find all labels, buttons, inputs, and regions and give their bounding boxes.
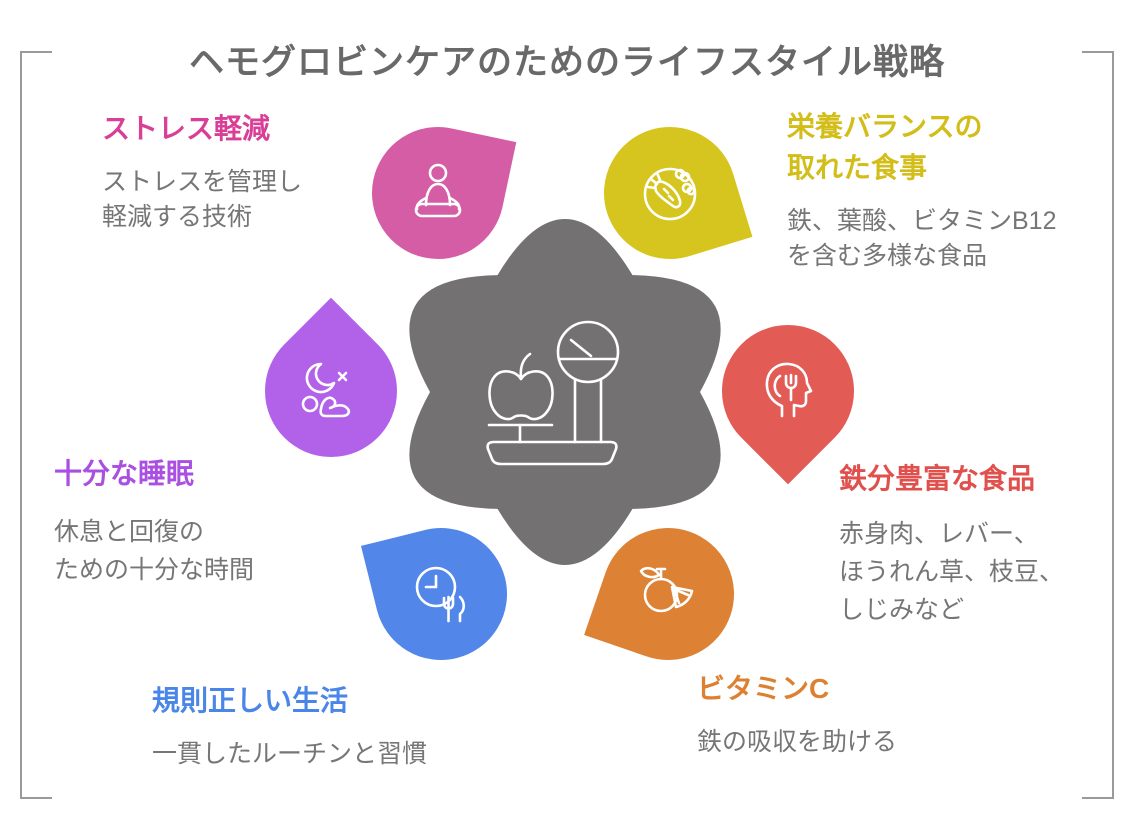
petal-desc-line: しじみなど (839, 596, 965, 624)
petal-desc-line: ストレスを管理し (102, 168, 303, 196)
petal-label: 十分な睡眠 (54, 458, 195, 489)
text-block-balanced-diet: 栄養バランスの 取れた食事 鉄、葉酸、ビタミンB12 を含む多様な食品 (787, 106, 1056, 274)
text-block-stress-reduction: ストレス軽減 ストレスを管理し 軽減する技術 (102, 110, 302, 235)
text-block-iron-rich-foods: 鉄分豊富な食品 赤身肉、レバー、 ほうれん草、枝豆、 しじみなど (839, 460, 1064, 629)
petal-desc-line: 鉄の吸収を助ける (697, 728, 898, 756)
petal-vitamin-c (580, 506, 756, 682)
head-with-fork-icon (719, 322, 857, 460)
text-block-regular-routine: 規則正しい生活 一貫したルーチンと習慣 (152, 682, 427, 772)
petal-iron-rich-foods (690, 293, 886, 489)
meditation-icon (369, 124, 507, 262)
petal-desc-line: 一貫したルーチンと習慣 (152, 740, 428, 768)
petal-desc-line: 鉄、葉酸、ビタミンB12 (787, 207, 1057, 235)
text-block-sufficient-sleep: 十分な睡眠 休息と回復の ための十分な時間 (54, 455, 254, 589)
petal-sufficient-sleep (233, 293, 429, 489)
hub-hexagon (409, 219, 721, 565)
apple-scale-icon (486, 320, 620, 466)
petal-desc-line: 軽減する技術 (102, 203, 253, 231)
petal-label: ストレス軽減 (102, 113, 271, 144)
vegetables-plate-icon (601, 124, 739, 262)
petal-label: 取れた食事 (787, 152, 928, 183)
petal-label: 鉄分豊富な食品 (839, 463, 1036, 494)
petal-balanced-diet (583, 106, 757, 280)
petal-desc-line: ほうれん草、枝豆、 (839, 558, 1065, 586)
clock-cutlery-icon (372, 525, 510, 663)
petal-desc-line: 休息と回復の (54, 518, 205, 546)
page-title: ヘモグロビンケアのためのライフスタイル戦略 (188, 43, 945, 82)
orange-fruit-icon (599, 525, 737, 663)
petal-label: 規則正しい生活 (152, 685, 349, 716)
petal-desc-line: ための十分な時間 (54, 556, 255, 584)
frame-bracket-left (20, 51, 52, 799)
petal-label: ビタミンC (697, 673, 830, 704)
text-block-vitamin-c: ビタミンC 鉄の吸収を助ける (697, 670, 897, 760)
moon-sleeping-person-icon (262, 322, 400, 460)
petal-label: 栄養バランスの (787, 111, 983, 142)
petal-desc-line: 赤身肉、レバー、 (839, 520, 1039, 548)
petal-stress-reduction (356, 111, 520, 275)
frame-bracket-right (1082, 51, 1114, 799)
petal-regular-routine (357, 510, 525, 678)
petal-desc-line: を含む多様な食品 (787, 242, 988, 270)
